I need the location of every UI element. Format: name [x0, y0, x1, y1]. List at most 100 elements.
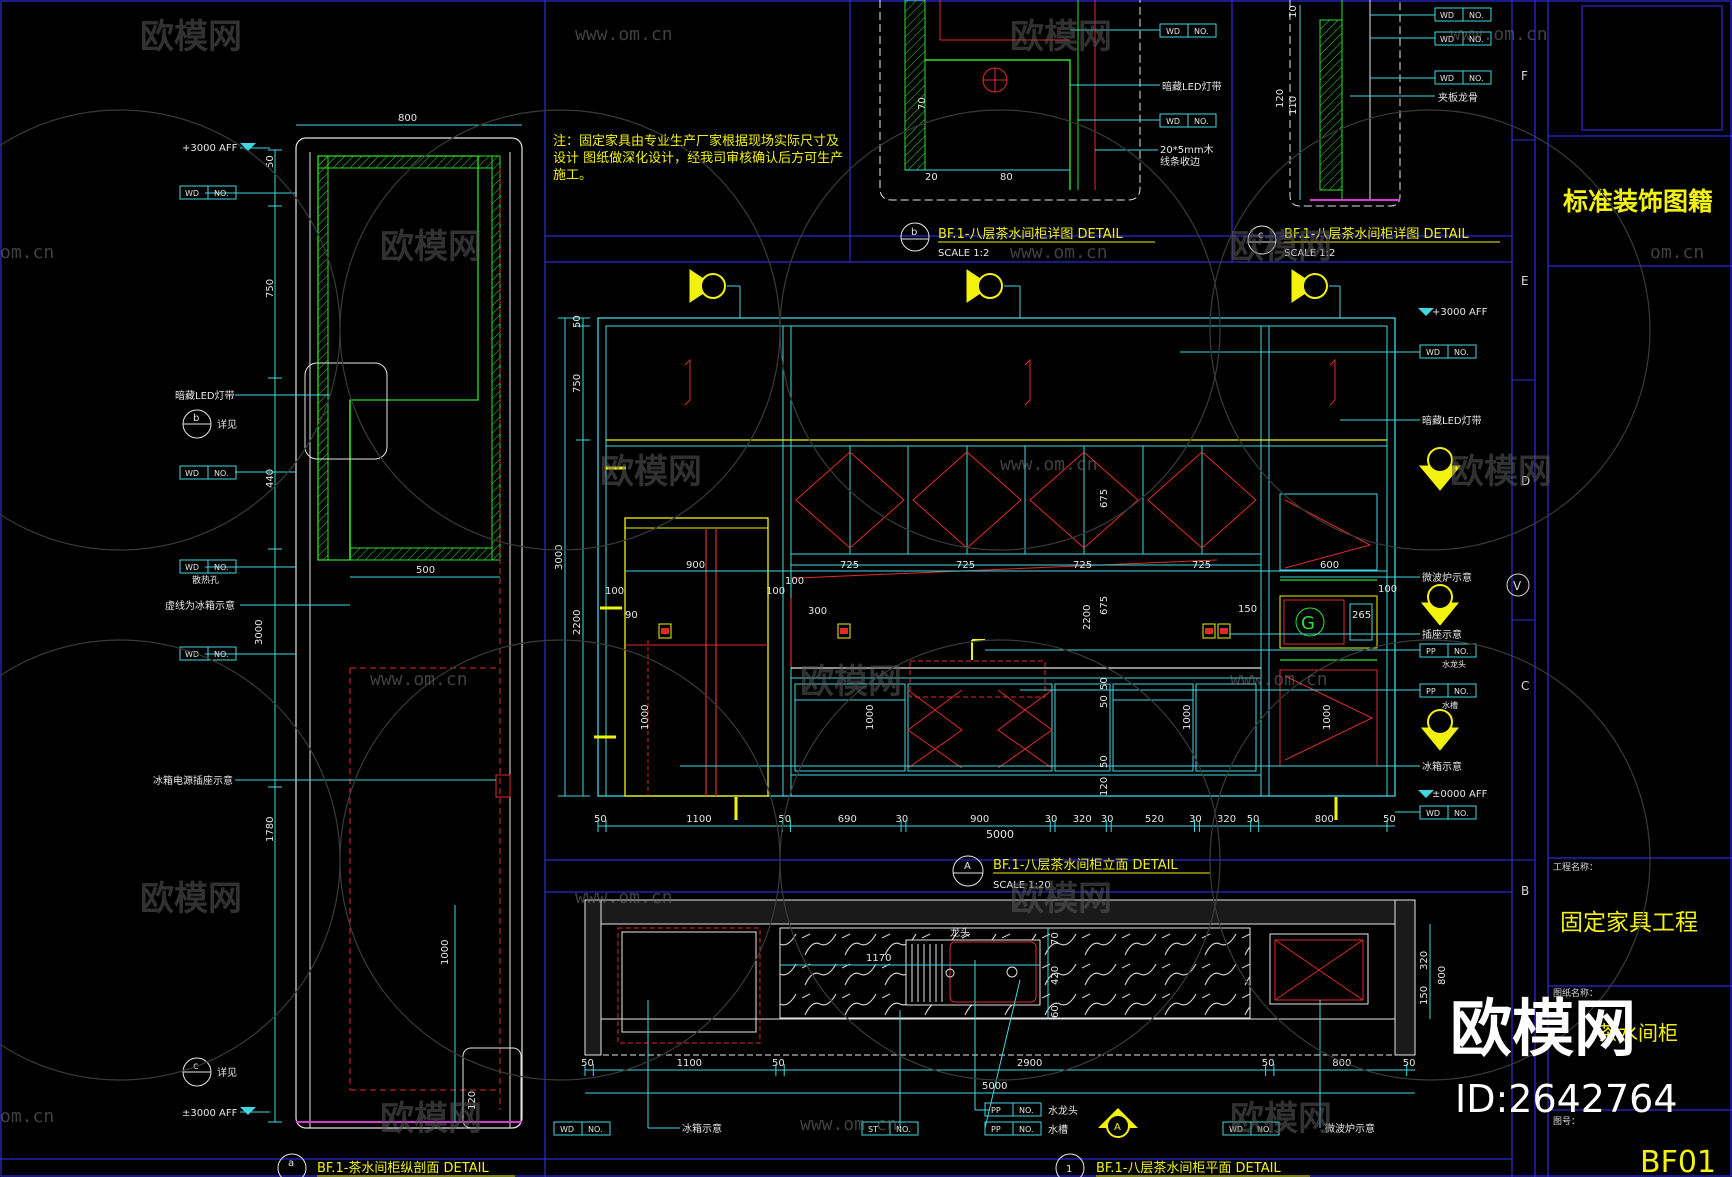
sheet-number-label: 图号： [1553, 1116, 1580, 1127]
svg-text:3000: 3000 [554, 545, 565, 570]
svg-text:www.om.cn: www.om.cn [1000, 454, 1098, 475]
section-view-title: BF.1-茶水间柜纵剖面 DETAIL [317, 1160, 489, 1176]
elevation-bottom-level: ±0000 AFF [1432, 789, 1488, 800]
svg-text:10: 10 [1288, 5, 1299, 18]
fridge-dash-label: 虚线为冰箱示意 [165, 599, 235, 612]
svg-text:欧模网: 欧模网 [600, 452, 702, 492]
plan-microwave-label: 微波炉示意 [1325, 1122, 1375, 1135]
svg-text:70: 70 [1050, 932, 1061, 945]
svg-text:90: 90 [625, 610, 638, 621]
dimension-text: 50 [594, 814, 607, 825]
elevation-sink-label: 水槽 [1442, 700, 1458, 710]
svg-text:详见: 详见 [217, 418, 237, 431]
svg-text:NO.: NO. [588, 1125, 603, 1134]
svg-text:100: 100 [785, 576, 804, 587]
svg-text:2200: 2200 [1082, 605, 1093, 630]
svg-text:1000: 1000 [640, 705, 651, 730]
svg-text:1: 1 [1066, 1164, 1072, 1175]
sheet-number: BF01 [1640, 1145, 1716, 1177]
dimension-text: 1100 [677, 1058, 702, 1069]
svg-text:WD: WD [185, 469, 199, 478]
svg-text:WD: WD [1440, 11, 1454, 20]
svg-text:om.cn: om.cn [0, 1106, 54, 1127]
svg-text:om.cn: om.cn [0, 242, 54, 263]
svg-text:欧模网: 欧模网 [140, 17, 242, 57]
grid-letter-c: C [1521, 679, 1529, 693]
svg-text:欧模网: 欧模网 [380, 1099, 482, 1139]
svg-text:420: 420 [1050, 966, 1061, 985]
svg-text:www.om.cn: www.om.cn [575, 24, 673, 45]
svg-text:PP: PP [991, 1125, 1001, 1134]
detail-c-keel-label: 夹板龙骨 [1438, 91, 1478, 104]
svg-text:欧模网: 欧模网 [380, 227, 482, 267]
svg-text:725: 725 [956, 560, 975, 571]
svg-text:NO.: NO. [1469, 74, 1484, 83]
svg-text:50: 50 [1099, 755, 1110, 768]
svg-text:NO.: NO. [1454, 687, 1469, 696]
svg-text:WD: WD [1440, 74, 1454, 83]
svg-text:675: 675 [1099, 596, 1110, 615]
svg-text:WD: WD [185, 189, 199, 198]
svg-text:1170: 1170 [866, 953, 891, 964]
svg-text:50: 50 [1099, 695, 1110, 708]
svg-text:900: 900 [686, 560, 705, 571]
dimension-text: 2900 [1017, 1058, 1042, 1069]
detail-b-scale: SCALE 1:2 [938, 248, 989, 259]
svg-text:100: 100 [766, 586, 785, 597]
grid-letter-e: E [1521, 274, 1529, 288]
svg-text:500: 500 [416, 565, 435, 576]
dimension-text: 320 [1217, 814, 1236, 825]
dimension-text: 50 [1383, 814, 1396, 825]
svg-text:PP: PP [1426, 687, 1436, 696]
svg-text:详见: 详见 [217, 1066, 237, 1079]
plan-sink-label: 水槽 [1048, 1123, 1068, 1136]
svg-text:NO.: NO. [214, 469, 229, 478]
svg-text:欧模网: 欧模网 [800, 662, 902, 702]
svg-text:110: 110 [1288, 96, 1299, 115]
svg-text:20: 20 [925, 172, 938, 183]
detail-c-scale: SCALE 1:2 [1284, 248, 1335, 259]
detail-b-title: BF.1-八层茶水间柜详图 DETAIL [938, 226, 1123, 242]
svg-text:1780: 1780 [265, 817, 276, 842]
svg-text:800: 800 [1437, 966, 1448, 985]
dimension-text: 800 [1332, 1058, 1351, 1069]
svg-text:NO.: NO. [1454, 809, 1469, 818]
svg-text:ST: ST [868, 1125, 878, 1134]
detail-b-led-label: 暗藏LED灯带 [1162, 80, 1222, 93]
dimension-text: 50 [1262, 1058, 1275, 1069]
svg-text:www.om.cn: www.om.cn [800, 1114, 898, 1135]
svg-text:b: b [911, 227, 917, 238]
section-top-level: +3000 AFF [182, 143, 238, 154]
svg-text:V: V [1513, 579, 1522, 593]
svg-text:NO.: NO. [1194, 117, 1209, 126]
svg-text:725: 725 [1192, 560, 1211, 571]
svg-text:70: 70 [917, 97, 928, 110]
svg-text:1000: 1000 [440, 940, 451, 965]
svg-text:WD: WD [1229, 1125, 1243, 1134]
elevation-view: G +3000 AFF [554, 269, 1488, 891]
dimension-text: 800 [1315, 814, 1334, 825]
svg-text:NO.: NO. [1454, 348, 1469, 357]
svg-text:600: 600 [1320, 560, 1339, 571]
svg-text:A: A [1114, 1122, 1121, 1133]
grid-letter-d: D [1521, 474, 1530, 488]
vent-label: 散热孔 [192, 574, 219, 586]
elevation-faucet-label: 水龙头 [1442, 659, 1466, 669]
grid-ticks [1512, 139, 1535, 861]
elevation-title: BF.1-八层茶水间柜立面 DETAIL [993, 857, 1178, 873]
svg-text:725: 725 [1073, 560, 1092, 571]
grid-letter-b: B [1521, 884, 1529, 898]
elevation-led-label: 暗藏LED灯带 [1422, 414, 1482, 427]
svg-text:WD: WD [560, 1125, 574, 1134]
svg-text:龙头: 龙头 [950, 926, 970, 939]
dimension-text: 1100 [686, 814, 711, 825]
svg-text:WD: WD [1426, 348, 1440, 357]
svg-text:NO.: NO. [1469, 11, 1484, 20]
svg-text:150: 150 [1238, 604, 1257, 615]
revision-circle [1506, 573, 1530, 597]
svg-text:2200: 2200 [572, 610, 583, 635]
